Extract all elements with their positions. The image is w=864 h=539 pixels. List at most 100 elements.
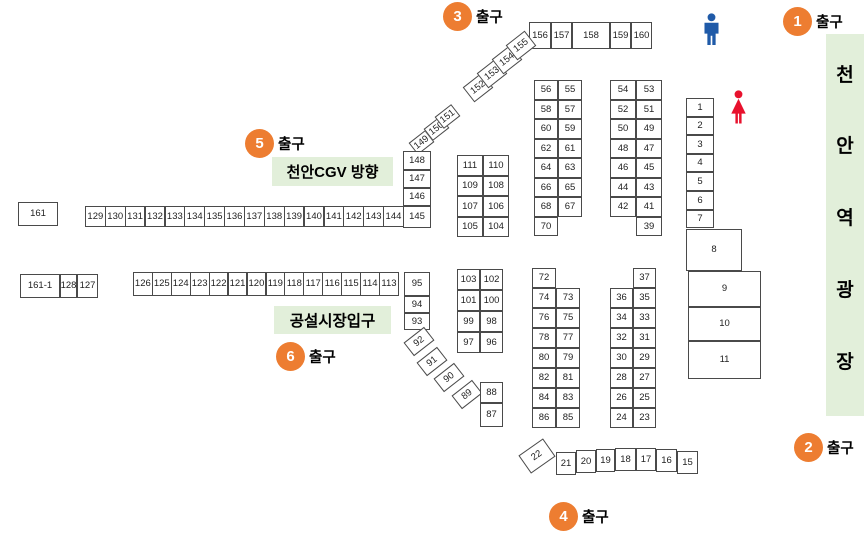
stall-122: 122 xyxy=(208,272,229,296)
stall-45: 45 xyxy=(636,158,662,178)
stall-28: 28 xyxy=(610,368,633,388)
stall-60: 60 xyxy=(534,119,558,139)
sign-cheonan-cgv: 천안CGV 방향 xyxy=(272,157,393,186)
stall-144: 144 xyxy=(383,206,404,227)
stall-46: 46 xyxy=(610,158,636,178)
stall-99: 99 xyxy=(457,311,480,332)
stall-82: 82 xyxy=(532,368,556,388)
stall-104: 104 xyxy=(483,216,509,237)
stall-17: 17 xyxy=(636,448,656,471)
stall-103: 103 xyxy=(457,269,480,290)
stall-96: 96 xyxy=(480,332,503,353)
stall-157: 157 xyxy=(551,22,572,49)
stall-136: 136 xyxy=(224,206,245,227)
stall-124: 124 xyxy=(170,272,191,296)
stall-20: 20 xyxy=(576,450,596,473)
stall-140: 140 xyxy=(303,206,325,227)
stall-119: 119 xyxy=(265,272,286,296)
stall-24: 24 xyxy=(610,408,633,428)
stall-55: 55 xyxy=(558,80,582,100)
stall-59: 59 xyxy=(558,119,582,139)
stall-25: 25 xyxy=(633,388,656,408)
stall-6: 6 xyxy=(686,191,714,210)
plaza-text-char: 역 xyxy=(836,208,854,229)
stall-138: 138 xyxy=(263,206,285,227)
stall-121: 121 xyxy=(227,272,248,296)
stall-2: 2 xyxy=(686,116,714,136)
stall-93: 93 xyxy=(404,313,430,330)
exit-1: 1 출구 xyxy=(783,7,843,36)
stall-75: 75 xyxy=(556,308,580,328)
stall-18: 18 xyxy=(615,448,636,471)
exit-3-number: 3 xyxy=(443,2,472,31)
stall-111: 111 xyxy=(457,155,483,176)
stall-61: 61 xyxy=(558,138,582,158)
stall-145: 145 xyxy=(403,206,431,228)
stall-15: 15 xyxy=(677,451,698,474)
womens-restroom-icon xyxy=(728,90,749,130)
stall-110: 110 xyxy=(483,155,509,176)
stall-33: 33 xyxy=(633,308,656,328)
stall-123: 123 xyxy=(189,272,210,296)
exit-1-number: 1 xyxy=(783,7,812,36)
stall-19: 19 xyxy=(596,449,615,472)
stall-68: 68 xyxy=(534,197,558,217)
stall-86: 86 xyxy=(532,408,556,428)
stall-11: 11 xyxy=(688,341,761,379)
stall-146: 146 xyxy=(403,188,431,206)
exit-5-number: 5 xyxy=(245,129,274,158)
stall-108: 108 xyxy=(483,175,509,196)
stall-130: 130 xyxy=(104,206,126,227)
stall-87: 87 xyxy=(480,403,503,427)
stall-16: 16 xyxy=(656,449,677,472)
stall-23: 23 xyxy=(633,408,656,428)
stall-80: 80 xyxy=(532,348,556,368)
stall-27: 27 xyxy=(633,368,656,388)
exit-5: 5 출구 xyxy=(245,129,305,158)
stall-106: 106 xyxy=(483,196,509,217)
stall-39: 39 xyxy=(636,216,662,236)
stall-116: 116 xyxy=(322,272,343,296)
exit-3-label: 출구 xyxy=(476,10,503,26)
stall-58: 58 xyxy=(534,99,558,119)
sign-public-market-entrance: 공설시장입구 xyxy=(274,306,391,334)
stall-156: 156 xyxy=(529,22,551,49)
plaza-text-char: 광 xyxy=(836,280,854,301)
stall-44: 44 xyxy=(610,177,636,197)
stall-141: 141 xyxy=(323,206,345,227)
stall-35: 35 xyxy=(633,288,656,308)
stall-113: 113 xyxy=(379,272,399,296)
stall-8: 8 xyxy=(686,229,742,271)
stall-7: 7 xyxy=(686,209,714,229)
stall-36: 36 xyxy=(610,288,633,308)
stall-147: 147 xyxy=(403,170,431,188)
stall-34: 34 xyxy=(610,308,633,328)
stall-30: 30 xyxy=(610,348,633,368)
stall-158: 158 xyxy=(572,22,610,49)
stall-77: 77 xyxy=(556,328,580,348)
stall-102: 102 xyxy=(480,269,503,290)
exit-1-label: 출구 xyxy=(816,15,843,31)
stall-65: 65 xyxy=(558,177,582,197)
stall-131: 131 xyxy=(124,206,146,227)
exit-6-label: 출구 xyxy=(309,350,336,366)
plaza-text-char: 천 xyxy=(836,65,854,86)
stall-37: 37 xyxy=(633,268,656,288)
exit-2-number: 2 xyxy=(794,433,823,462)
stall-81: 81 xyxy=(556,368,580,388)
exit-6-number: 6 xyxy=(276,342,305,371)
stall-73: 73 xyxy=(556,288,580,308)
plaza-text-char: 장 xyxy=(836,352,854,373)
stall-78: 78 xyxy=(532,328,556,348)
stall-63: 63 xyxy=(558,158,582,178)
stall-97: 97 xyxy=(457,332,480,353)
stall-160: 160 xyxy=(631,22,652,49)
stall-161-1: 161-1 xyxy=(20,274,60,298)
stall-54: 54 xyxy=(610,80,636,100)
stall-135: 135 xyxy=(204,206,225,227)
stall-32: 32 xyxy=(610,328,633,348)
exit-6: 6 출구 xyxy=(276,342,336,371)
stall-43: 43 xyxy=(636,177,662,197)
stall-72: 72 xyxy=(532,268,556,288)
stall-143: 143 xyxy=(363,206,384,227)
